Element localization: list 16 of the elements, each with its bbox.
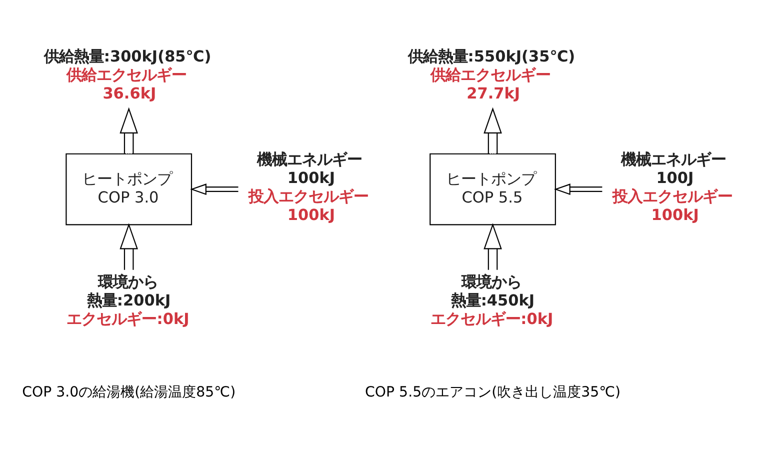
- label: COP 3.0の給湯機(給湯温度85℃): [22, 384, 236, 401]
- arrow: [190, 184, 238, 195]
- node-text: 機械エネルギー 100kJ 投入エクセルギー 100kJ: [248, 150, 369, 224]
- node-box: ヒートポンプ COP 3.0: [66, 153, 192, 226]
- arrow: [484, 107, 502, 154]
- arrow: [120, 223, 138, 270]
- arrow: [484, 223, 502, 270]
- arrow: [120, 107, 138, 154]
- arrow: [554, 184, 602, 195]
- node-text: 環境から 熱量:450kJ エクセルギー:0kJ: [430, 273, 554, 328]
- node-text: 供給熱量:550kJ(35℃) 供給エクセルギー 27.7kJ: [408, 47, 576, 103]
- node-text: 環境から 熱量:200kJ エクセルギー:0kJ: [66, 273, 190, 328]
- node-box: ヒートポンプ COP 5.5: [430, 153, 556, 226]
- label: COP 5.5のエアコン(吹き出し温度35℃): [365, 384, 621, 401]
- node-text: 機械エネルギー 100J 投入エクセルギー 100kJ: [612, 150, 733, 224]
- node-text: 供給熱量:300kJ(85℃) 供給エクセルギー 36.6kJ: [44, 47, 212, 103]
